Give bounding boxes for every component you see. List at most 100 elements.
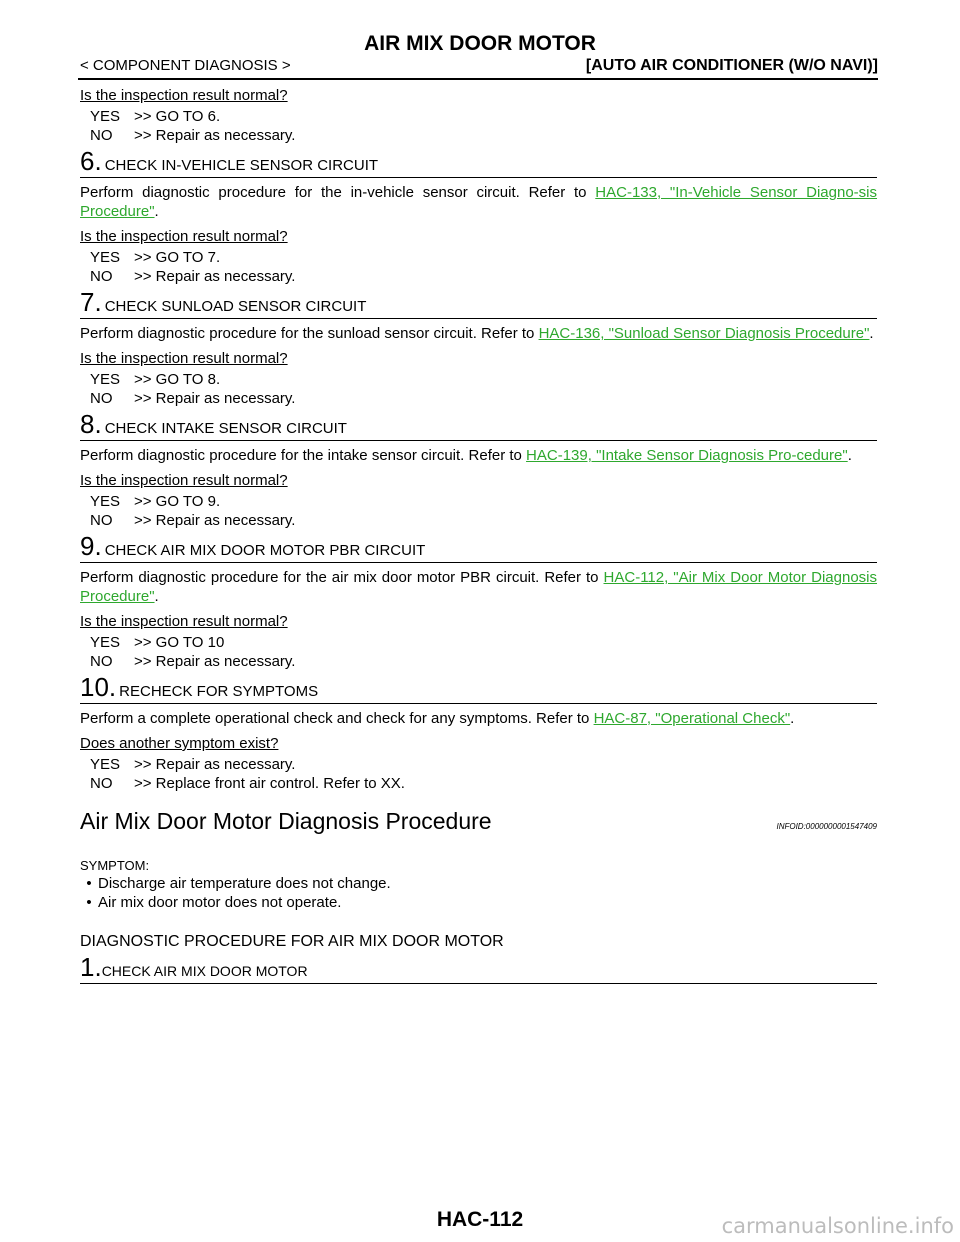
info-id: INFOID:0000000001547409 bbox=[776, 822, 877, 831]
answer-block: YES >> GO TO 10 NO >> Repair as necessary. bbox=[80, 633, 877, 671]
answer-yes-text: >> GO TO 6. bbox=[134, 108, 221, 125]
answer-yes-key: YES bbox=[90, 108, 121, 125]
answer-no: NO >> Repair as necessary. bbox=[90, 389, 877, 408]
step-number: 7. bbox=[80, 287, 102, 317]
reference-link[interactable]: HAC-136, "Sunload Sensor Diagnosis Proce… bbox=[538, 325, 870, 342]
answer-yes: YES >> GO TO 7. bbox=[90, 248, 877, 267]
section-title: Air Mix Door Motor Diagnosis Procedure bbox=[80, 808, 492, 834]
list-item: • Discharge air temperature does not chan… bbox=[80, 874, 877, 893]
inspection-question: Is the inspection result normal? bbox=[80, 613, 288, 630]
instruction-text: Perform diagnostic procedure for the in-… bbox=[80, 184, 596, 201]
step-instruction: Perform a complete operational check and… bbox=[80, 709, 877, 728]
inspection-question: Is the inspection result normal? bbox=[80, 87, 288, 104]
answer-block: YES >> Repair as necessary. NO >> Replace … bbox=[80, 755, 877, 793]
bullet-icon: • bbox=[86, 894, 92, 911]
step-number: 1. bbox=[80, 952, 102, 982]
step-heading: 10.RECHECK FOR SYMPTOMS bbox=[80, 672, 877, 704]
step-title: CHECK AIR MIX DOOR MOTOR PBR CIRCUIT bbox=[104, 542, 426, 559]
symptom-list: • Discharge air temperature does not chan… bbox=[80, 874, 877, 912]
answer-yes-text: >> GO TO 9. bbox=[134, 493, 221, 510]
step-number: 6. bbox=[80, 146, 102, 176]
step-title: CHECK AIR MIX DOOR MOTOR bbox=[101, 963, 308, 979]
answer-yes: YES>> GO TO 8. bbox=[90, 370, 877, 389]
answer-no-text: >> Replace front air control. Refer to X… bbox=[134, 775, 405, 792]
answer-yes-key: YES bbox=[90, 493, 121, 510]
answer-no-key: NO bbox=[90, 653, 113, 670]
answer-yes-key: YES bbox=[90, 249, 121, 266]
instruction-text: Perform diagnostic procedure for the int… bbox=[80, 447, 527, 464]
inspection-question: Does another symptom exist? bbox=[80, 735, 279, 752]
instruction-suffix: . bbox=[154, 588, 159, 605]
step-instruction: Perform diagnostic procedure for the sun… bbox=[80, 324, 877, 343]
page-title: AIR MIX DOOR MOTOR bbox=[364, 32, 596, 55]
instruction-text: Perform a complete operational check and… bbox=[80, 710, 594, 727]
page-number: HAC-112 bbox=[436, 1208, 524, 1231]
answer-no-key: NO bbox=[90, 775, 113, 792]
bullet-icon: • bbox=[86, 875, 92, 892]
answer-block: YES >> GO TO 9. NO >> Repair as necessary. bbox=[80, 492, 877, 530]
step-number: 8. bbox=[80, 409, 102, 439]
answer-no-key: NO bbox=[90, 390, 113, 407]
header-divider bbox=[78, 78, 878, 80]
instruction-suffix: . bbox=[154, 203, 159, 220]
answer-no-key: NO bbox=[90, 268, 113, 285]
answer-yes: YES >> GO TO 6. bbox=[90, 107, 877, 126]
watermark: carmanualsonline.info bbox=[721, 1214, 954, 1238]
answer-no: NO >> Repair as necessary. bbox=[90, 267, 877, 286]
instruction-suffix: . bbox=[847, 447, 852, 464]
step-heading: 8.CHECK INTAKE SENSOR CIRCUIT bbox=[80, 409, 877, 441]
step-heading: 6.CHECK IN-VEHICLE SENSOR CIRCUIT bbox=[80, 146, 877, 178]
answer-yes-key: YES bbox=[90, 634, 121, 651]
procedure-subheading: DIAGNOSTIC PROCEDURE FOR AIR MIX DOOR MO… bbox=[80, 933, 504, 950]
answer-no: NO>> Repair as necessary. bbox=[90, 126, 877, 145]
answer-no: NO >> Repair as necessary. bbox=[90, 511, 877, 530]
list-item: • Air mix door motor does not operate. bbox=[80, 893, 877, 912]
step-title: CHECK INTAKE SENSOR CIRCUIT bbox=[104, 420, 347, 437]
instruction-text: Perform diagnostic procedure for the air… bbox=[80, 569, 604, 586]
answer-no: NO >> Replace front air control. Refer to… bbox=[90, 774, 877, 793]
answer-no-text: >> Repair as necessary. bbox=[134, 512, 296, 529]
document-body: Is the inspection result normal? YES>> G… bbox=[80, 80, 877, 984]
system-label: [AUTO AIR CONDITIONER (W/O NAVI)] bbox=[585, 57, 878, 74]
step-title: CHECK IN-VEHICLE SENSOR CIRCUIT bbox=[104, 157, 379, 174]
answer-yes-key: YES bbox=[90, 756, 121, 773]
answer-yes: YES >> GO TO 9. bbox=[90, 492, 877, 511]
step-number: 10. bbox=[80, 672, 117, 702]
instruction-suffix: . bbox=[790, 710, 795, 727]
section-breadcrumb: < COMPONENT DIAGNOSIS > bbox=[80, 57, 291, 74]
answer-yes-text: >> GO TO 7. bbox=[134, 249, 221, 266]
answer-no-text: >> Repair as necessary. bbox=[134, 390, 296, 407]
answer-block: YES >> GO TO 7. NO >> Repair as necessary. bbox=[80, 248, 877, 286]
list-item-text: Air mix door motor does not operate. bbox=[98, 894, 342, 911]
inspection-question: Is the inspection result normal? bbox=[80, 228, 288, 245]
inspection-question: Is the inspection result normal? bbox=[80, 350, 288, 367]
reference-link[interactable]: HAC-87, "Operational Check" bbox=[593, 710, 791, 727]
answer-no-text: >> Repair as necessary. bbox=[134, 127, 296, 144]
answer-no-text: >> Repair as necessary. bbox=[134, 653, 296, 670]
instruction-text: Perform diagnostic procedure for the sun… bbox=[80, 325, 539, 342]
step-heading: 9.CHECK AIR MIX DOOR MOTOR PBR CIRCUIT bbox=[80, 531, 877, 563]
step-instruction: Perform diagnostic procedure for the air… bbox=[80, 568, 877, 606]
instruction-suffix: . bbox=[869, 325, 874, 342]
step-number: 9. bbox=[80, 531, 102, 561]
reference-link[interactable]: HAC-139, "Intake Sensor Diagnosis Pro-ce… bbox=[526, 447, 848, 464]
answer-no-key: NO bbox=[90, 512, 113, 529]
answer-no: NO >> Repair as necessary. bbox=[90, 652, 877, 671]
symptom-label: SYMPTOM: bbox=[80, 858, 150, 873]
reference-link[interactable]: HAC-112, "Air Mix Door Motor Diagnosis P… bbox=[80, 569, 877, 605]
step-instruction: Perform diagnostic procedure for the in-… bbox=[80, 183, 877, 221]
list-item-text: Discharge air temperature does not chang… bbox=[98, 875, 391, 892]
step-title: RECHECK FOR SYMPTOMS bbox=[119, 683, 319, 700]
answer-yes-text: >> GO TO 10 bbox=[134, 634, 225, 651]
answer-yes: YES >> Repair as necessary. bbox=[90, 755, 877, 774]
step-instruction: Perform diagnostic procedure for the int… bbox=[80, 446, 877, 465]
reference-link[interactable]: HAC-133, "In-Vehicle Sensor Diagno-sis P… bbox=[80, 184, 878, 220]
answer-yes: YES >> GO TO 10 bbox=[90, 633, 877, 652]
answer-no-text: >> Repair as necessary. bbox=[134, 268, 296, 285]
answer-block: YES>> GO TO 8. NO >> Repair as necessary. bbox=[80, 370, 877, 408]
step-heading: 1.CHECK AIR MIX DOOR MOTOR bbox=[80, 954, 877, 984]
answer-yes-text: >> Repair as necessary. bbox=[134, 756, 296, 773]
answer-block: YES >> GO TO 6. NO>> Repair as necessary. bbox=[80, 107, 877, 145]
step-heading: 7.CHECK SUNLOAD SENSOR CIRCUIT bbox=[80, 287, 877, 319]
answer-yes-text: >> GO TO 8. bbox=[134, 371, 221, 388]
